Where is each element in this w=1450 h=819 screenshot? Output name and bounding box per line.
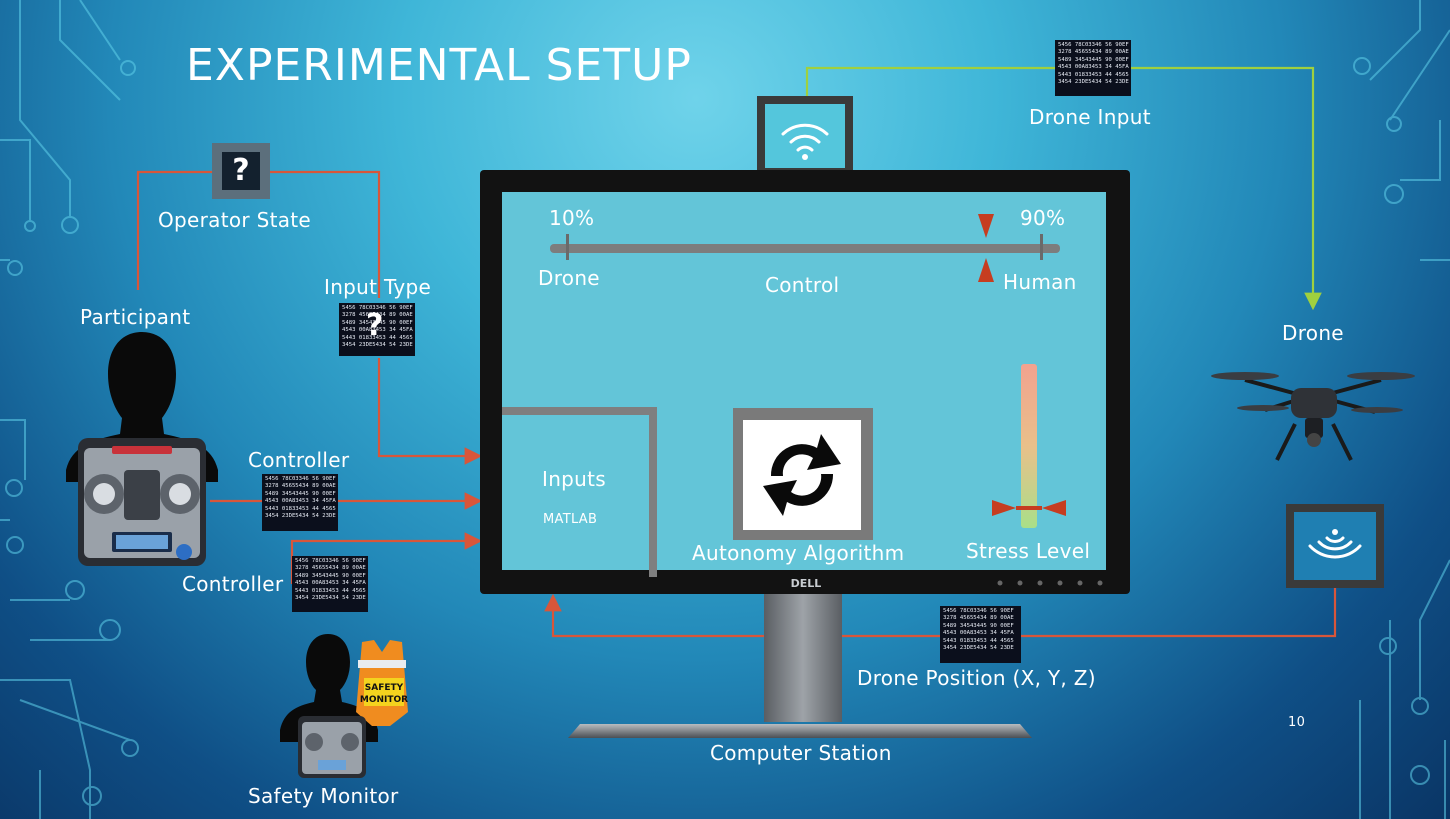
drone-position-label: Drone Position (X, Y, Z) (857, 666, 1096, 690)
stress-right-marker-icon (1042, 500, 1066, 516)
operator-state-box: ? (212, 143, 270, 199)
dell-logo: DELL (791, 577, 822, 590)
slider-bottom-marker-icon (978, 258, 994, 282)
computer-monitor: DELL (480, 170, 1130, 738)
control-label: Control (765, 273, 840, 297)
slider-drone-label: Drone (538, 266, 600, 290)
participant-silhouette-icon (66, 332, 218, 566)
drone-input-label: Drone Input (1029, 105, 1151, 129)
drone-label: Drone (1282, 321, 1344, 345)
control-slider (550, 214, 1060, 282)
drone-sensor-box (1286, 504, 1384, 588)
stress-left-marker-icon (992, 500, 1016, 516)
slide-title: EXPERIMENTAL SETUP (186, 40, 692, 91)
computer-station-label: Computer Station (710, 741, 892, 765)
participant-label: Participant (80, 305, 191, 329)
slider-top-marker-icon (978, 214, 994, 238)
rc-controller-icon (298, 716, 366, 778)
operator-state-label: Operator State (158, 208, 312, 232)
signal-icon (1308, 529, 1362, 559)
refresh-cycle-icon (763, 434, 841, 516)
autonomy-algorithm-label: Autonomy Algorithm (692, 541, 905, 565)
question-mark-icon: ? (222, 152, 260, 190)
stress-level-gauge (992, 364, 1066, 528)
stress-level-label: Stress Level (966, 539, 1091, 563)
input-type-to-screen-arrow (377, 358, 483, 465)
svg-text:MONITOR: MONITOR (360, 695, 408, 705)
controller-label-2: Controller (182, 572, 284, 596)
safety-monitor-label: Safety Monitor (248, 784, 399, 808)
safety-monitor-silhouette-icon: SAFETY MONITOR (280, 634, 408, 778)
page-number: 10 (1288, 715, 1306, 730)
input-type-question-icon: ? (366, 308, 384, 343)
matlab-label: MATLAB (543, 512, 598, 527)
input-type-label: Input Type (324, 275, 432, 299)
wifi-receiver-box (757, 96, 853, 176)
slider-human-label: Human (1003, 270, 1077, 294)
rc-controller-icon (78, 438, 206, 566)
svg-text:SAFETY: SAFETY (365, 683, 404, 693)
controller-label-1: Controller (248, 448, 350, 472)
wifi-icon (781, 123, 829, 160)
percent-left-label: 10% (549, 206, 595, 230)
inputs-block (502, 407, 657, 577)
drone-icon (1211, 372, 1415, 461)
participant-to-operator-state-arrow (136, 170, 212, 290)
safety-vest-icon: SAFETY MONITOR (356, 640, 408, 726)
inputs-label: Inputs (542, 467, 607, 491)
autonomy-algorithm-block (733, 408, 873, 540)
operator-state-to-input-type-arrow (270, 170, 381, 298)
percent-right-label: 90% (1020, 206, 1066, 230)
